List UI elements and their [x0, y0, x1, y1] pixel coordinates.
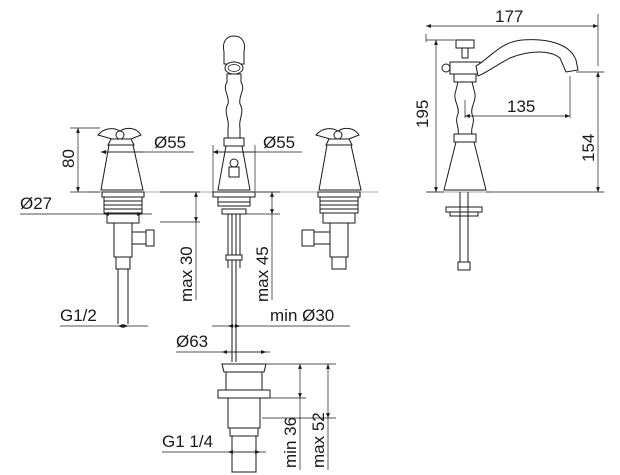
- left-handle: [97, 127, 155, 324]
- dim-waste-diameter: Ø63: [176, 332, 208, 351]
- dim-handle-height: 80: [59, 149, 78, 168]
- dim-handle-diameter: Ø55: [154, 133, 186, 152]
- dim-max-deck-center: max 45: [253, 246, 272, 302]
- dim-shank-diameter: Ø27: [20, 194, 52, 213]
- dim-waste-min: min 36: [281, 417, 300, 468]
- side-view-faucet: [426, 39, 579, 271]
- dim-max-deck-left: max 30: [177, 246, 196, 302]
- dim-waste-thread: G1 1/4: [162, 432, 213, 451]
- dim-spout-base-diameter: Ø55: [263, 133, 295, 152]
- dim-waste-max: max 52: [309, 412, 328, 468]
- dim-side-reach: 135: [507, 97, 535, 116]
- dim-min-hole: min Ø30: [270, 306, 334, 325]
- pop-up-waste: [217, 324, 271, 473]
- right-handle: [301, 127, 362, 270]
- dim-connection-thread: G1/2: [60, 306, 97, 325]
- dim-side-height: 195: [413, 100, 432, 128]
- dim-side-spout-height: 154: [579, 134, 598, 162]
- center-spout-front: [212, 35, 256, 324]
- dim-side-width: 177: [495, 7, 523, 26]
